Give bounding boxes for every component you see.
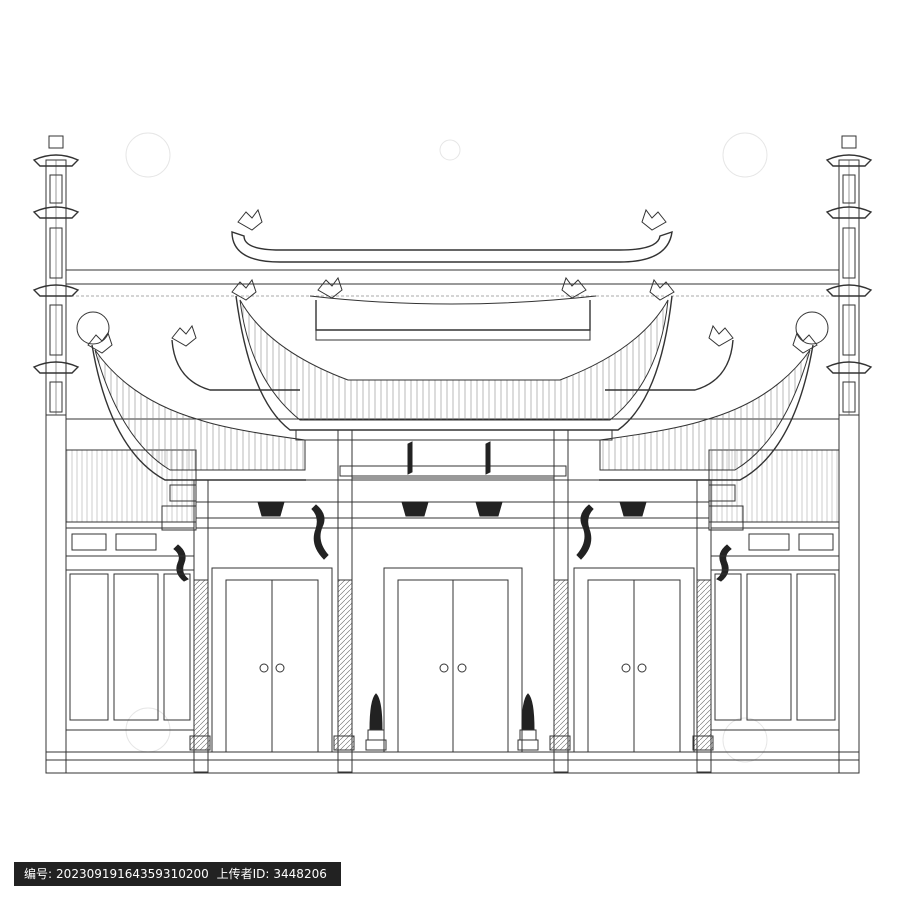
top-crest-roof [231,208,673,263]
image-id-bar: 编号:20230919164359310200 上传者ID:3448206 [14,862,341,886]
number-label: 编号: [24,867,53,881]
right-side-roof [599,324,818,531]
lion-statues [365,693,539,751]
uploader-label: 上传者ID: [216,867,270,881]
ground-steps [45,729,860,774]
central-upper-roof [309,295,597,341]
central-main-roof [231,276,675,441]
doors [211,567,695,753]
uploader-value: 3448206 [273,867,327,881]
number-value: 20230919164359310200 [56,867,209,881]
left-side-roof [87,324,306,531]
side-panels [65,527,840,731]
back-wall [65,269,840,523]
gateway-posts [189,429,714,773]
beams-and-brackets [173,439,732,582]
